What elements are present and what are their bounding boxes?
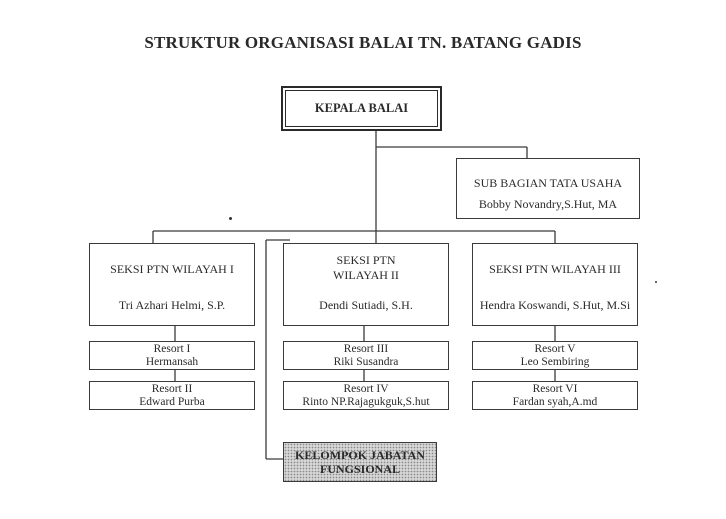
resort-5-box: Resort V Leo Sembiring (472, 341, 638, 370)
scan-speck (655, 281, 657, 283)
subbagian-title: SUB BAGIAN TATA USAHA (473, 176, 623, 190)
resort-1-name: Hermansah (145, 355, 199, 368)
kelompok-jabatan-box: KELOMPOK JABATAN FUNGSIONAL (283, 442, 437, 482)
resort-1-label: Resort I (153, 343, 191, 355)
resort-5-name: Leo Sembiring (520, 355, 590, 368)
subbagian-name: Bobby Novandry,S.Hut, MA (478, 197, 618, 211)
resort-4-label: Resort IV (343, 383, 389, 395)
seksi-2-name: Dendi Sutiadi, S.H. (319, 298, 413, 312)
seksi-3-box: SEKSI PTN WILAYAH III Hendra Koswandi, S… (472, 243, 638, 326)
resort-2-box: Resort II Edward Purba (89, 381, 255, 410)
kepala-balai-box: KEPALA BALAI (281, 86, 442, 131)
resort-4-box: Resort IV Rinto NP.Rajagukguk,S.hut (283, 381, 449, 410)
resort-4-name: Rinto NP.Rajagukguk,S.hut (302, 395, 430, 408)
kelompok-line2: FUNGSIONAL (319, 462, 400, 476)
resort-3-box: Resort III Riki Susandra (283, 341, 449, 370)
resort-6-label: Resort VI (532, 383, 578, 395)
resort-2-name: Edward Purba (139, 395, 205, 408)
resort-1-box: Resort I Hermansah (89, 341, 255, 370)
resort-2-label: Resort II (151, 383, 193, 395)
seksi-3-name: Hendra Koswandi, S.Hut, M.Si (479, 298, 631, 312)
resort-6-name: Fardan syah,A.md (512, 395, 598, 408)
chart-title: STRUKTUR ORGANISASI BALAI TN. BATANG GAD… (144, 33, 582, 52)
subbagian-box: SUB BAGIAN TATA USAHA Bobby Novandry,S.H… (456, 158, 640, 219)
resort-5-label: Resort V (534, 343, 576, 355)
resort-3-name: Riki Susandra (333, 355, 399, 368)
seksi-1-box: SEKSI PTN WILAYAH I Tri Azhari Helmi, S.… (89, 243, 255, 326)
seksi-3-title: SEKSI PTN WILAYAH III (489, 262, 621, 276)
resort-6-box: Resort VI Fardan syah,A.md (472, 381, 638, 410)
resort-3-label: Resort III (343, 343, 389, 355)
seksi-1-title: SEKSI PTN WILAYAH I (110, 262, 234, 276)
seksi-2-box: SEKSI PTN WILAYAH II Dendi Sutiadi, S.H. (283, 243, 449, 326)
seksi-2-title-line2: WILAYAH II (333, 268, 399, 282)
seksi-1-name: Tri Azhari Helmi, S.P. (118, 298, 226, 312)
seksi-2-title-line1: SEKSI PTN (336, 253, 396, 267)
seksi-2-title: SEKSI PTN WILAYAH II (284, 253, 448, 283)
scan-speck (229, 217, 232, 220)
kelompok-line1: KELOMPOK JABATAN (295, 448, 425, 462)
